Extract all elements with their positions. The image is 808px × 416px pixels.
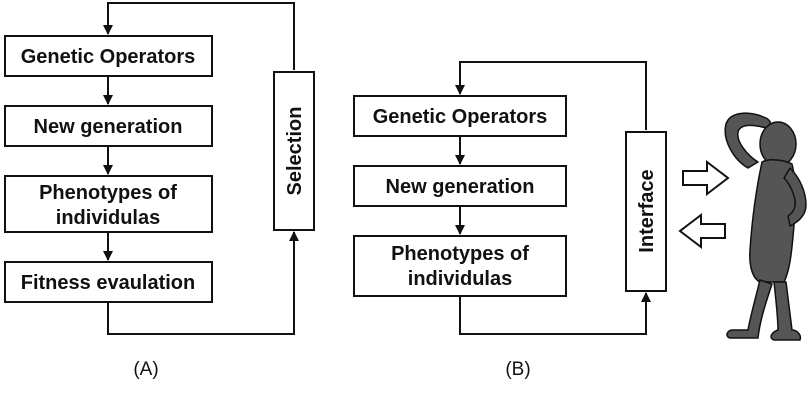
interface-box: Interface	[625, 131, 667, 292]
genetic-operators-label-b: Genetic Operators	[373, 106, 548, 128]
phenotypes-box-b: Phenotypes of individulas	[353, 235, 567, 297]
phenotypes-label-line2-a: individulas	[56, 207, 160, 229]
interface-feedback-arrow	[455, 61, 647, 130]
phenotypes-to-interface-arrow	[459, 292, 651, 335]
arrow-from-human-icon	[678, 212, 726, 250]
fitness-evaluation-label-a: Fitness evaulation	[21, 272, 196, 294]
selection-label: Selection	[284, 107, 306, 196]
panel-b: Genetic Operators New generation Phenoty…	[353, 61, 807, 380]
panel-a: Genetic Operators New generation Phenoty…	[4, 2, 315, 380]
new-generation-box-b: New generation	[353, 165, 567, 207]
interface-label: Interface	[636, 169, 658, 252]
fitness-to-selection-arrow	[107, 231, 299, 335]
thinking-person-icon	[724, 112, 807, 341]
genetic-operators-box-a: Genetic Operators	[4, 35, 213, 77]
phenotypes-box-a: Phenotypes of individulas	[4, 175, 213, 233]
new-generation-label-a: New generation	[34, 116, 183, 138]
caption-b: (B)	[505, 359, 530, 380]
arrow-to-human-icon	[682, 159, 730, 197]
phenotypes-label-line2-b: individulas	[408, 268, 512, 290]
phenotypes-label-line1-b: Phenotypes of	[391, 243, 529, 265]
selection-box: Selection	[273, 71, 315, 231]
new-generation-label-b: New generation	[386, 176, 535, 198]
genetic-operators-box-b: Genetic Operators	[353, 95, 567, 137]
selection-feedback-arrow	[103, 2, 295, 70]
phenotypes-label-line1-a: Phenotypes of	[39, 182, 177, 204]
new-generation-box-a: New generation	[4, 105, 213, 147]
fitness-evaluation-box-a: Fitness evaulation	[4, 261, 213, 303]
genetic-operators-label-a: Genetic Operators	[21, 46, 196, 68]
caption-a: (A)	[133, 359, 158, 380]
